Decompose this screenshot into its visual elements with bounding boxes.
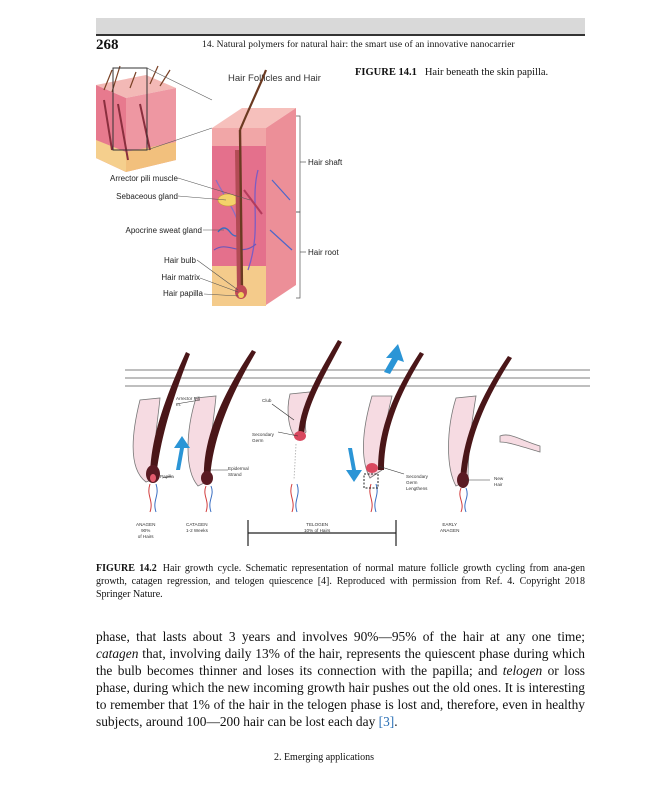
- body-text-3: or loss phase, during which the new inco…: [96, 663, 585, 730]
- leader-lines: [177, 177, 251, 297]
- skin-cross-section: [212, 69, 296, 306]
- callout-epidermal-strand: Epidermal Strand: [228, 466, 249, 477]
- callout-club: Club: [262, 398, 272, 403]
- term-telogen: telogen: [502, 663, 543, 679]
- figure2-caption-text: Hair growth cycle. Schematic representat…: [96, 563, 585, 600]
- label-apocrine-gland: Apocrine sweat gland: [125, 226, 203, 235]
- callout-germ-lengthens: Secondary Germ Lengthens: [406, 474, 428, 491]
- length-brackets: [296, 115, 306, 299]
- callout-secondary-germ: Secondary Germ: [252, 432, 274, 443]
- figure1-diagram-title: Hair Follicles and Hair: [228, 73, 321, 84]
- label-hair-root: Hair root: [308, 248, 339, 257]
- body-text-2: that, involving daily 13% of the hair, r…: [96, 646, 585, 679]
- figure2-label: FIGURE 14.2: [96, 563, 157, 574]
- label-hair-matrix: Hair matrix: [161, 273, 200, 282]
- label-arrector-pili: Arrector pili muscle: [109, 174, 178, 183]
- body-text-4: .: [394, 714, 398, 730]
- figure1-label: FIGURE 14.1: [355, 67, 417, 78]
- body-text-1: phase, that lasts about 3 years and invo…: [96, 629, 585, 644]
- telogen-bracket: [247, 520, 397, 546]
- callout-papilla: Papilla: [160, 474, 174, 479]
- callout-new-hair: New Hair: [494, 476, 504, 487]
- sheath-outlines: [132, 391, 541, 487]
- footer-section: 2. Emerging applications: [273, 752, 375, 763]
- label-hair-papilla: Hair papilla: [162, 289, 203, 298]
- term-catagen: catagen: [96, 646, 139, 662]
- header-rule: [96, 34, 585, 36]
- phase-early-anagen: EARLY ANAGEN: [440, 522, 460, 533]
- phase-telogen: TELOGEN 10% of Hairs: [304, 522, 331, 533]
- callout-arrector: Arrector Pili m.: [176, 396, 200, 407]
- header-bar: [96, 18, 585, 34]
- skin-surface: [125, 369, 590, 387]
- cycle-arrows: [174, 344, 404, 482]
- bulbs: [146, 431, 469, 488]
- running-title: 14. Natural polymers for natural hair: t…: [202, 40, 515, 50]
- body-paragraph: phase, that lasts about 3 years and invo…: [96, 628, 585, 731]
- page-number: 268: [96, 37, 119, 53]
- label-hair-bulb: Hair bulb: [163, 256, 196, 265]
- figure1-caption-text: Hair beneath the skin papilla.: [424, 67, 549, 78]
- phase-anagen: ANAGEN 90% of Hairs: [136, 522, 156, 539]
- figure1-caption: FIGURE 14.1 Hair beneath the skin papilla…: [355, 67, 548, 78]
- phase-catagen: CATAGEN 1-2 Weeks: [186, 522, 208, 533]
- hair-fibers: [150, 340, 512, 482]
- label-sebaceous-gland: Sebaceous gland: [116, 192, 178, 201]
- citation-link[interactable]: [3]: [378, 714, 395, 730]
- label-hair-shaft: Hair shaft: [308, 158, 343, 167]
- skin-inset-illustration: [96, 65, 213, 172]
- callout-lines: [161, 399, 490, 481]
- papilla-vessels: [148, 443, 468, 513]
